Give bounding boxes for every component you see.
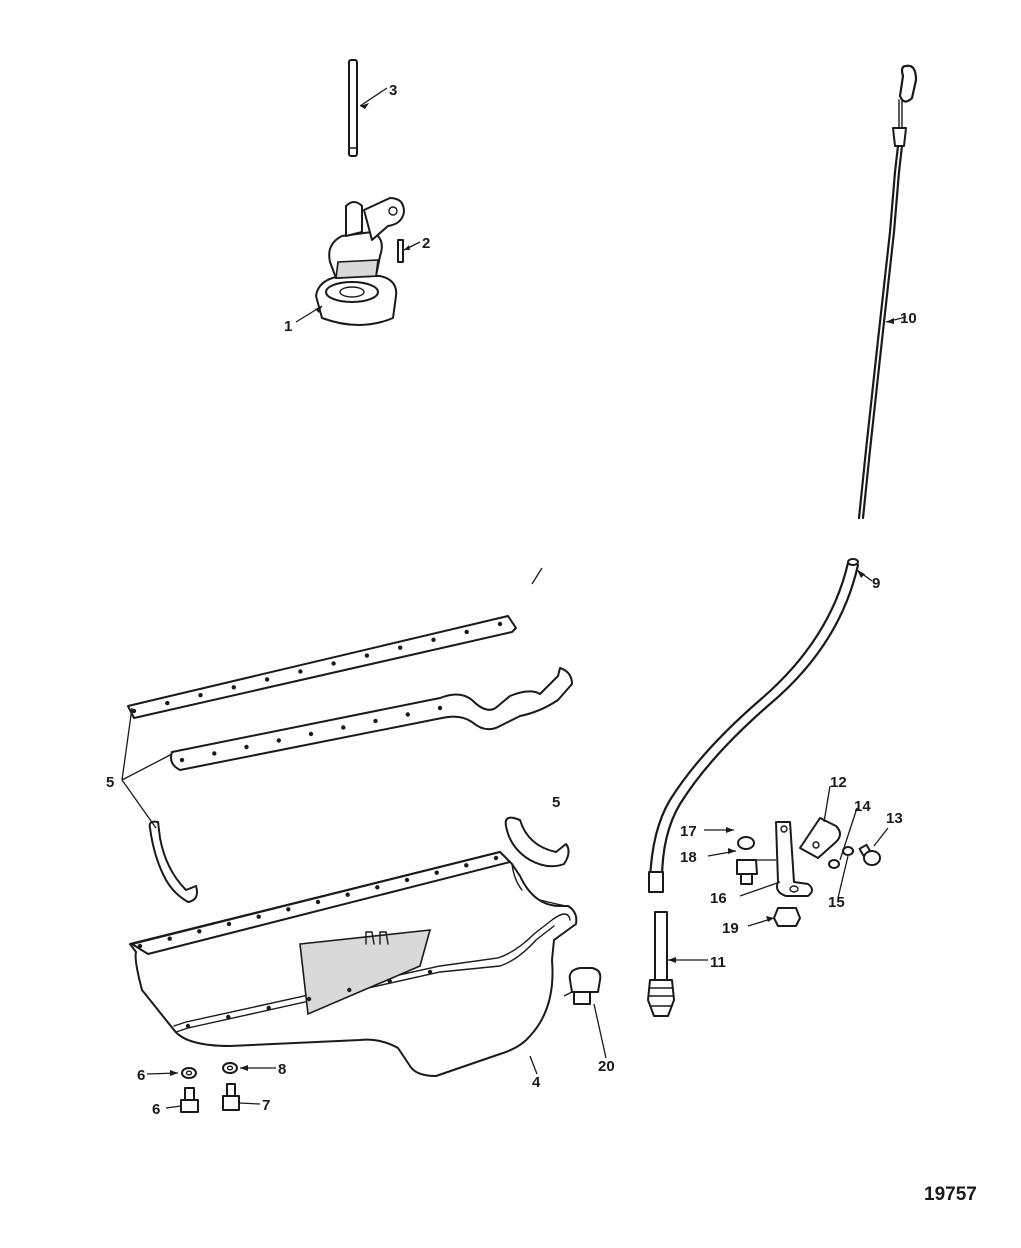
gasket-bolt-hole <box>212 751 217 756</box>
callout-labels: 3 2 1 10 9 5 5 12 14 13 17 18 16 15 19 1… <box>106 82 917 1118</box>
gasket-bolt-hole <box>298 669 303 674</box>
gasket-bolt-hole <box>276 738 281 743</box>
dipstick-tube <box>648 558 860 893</box>
gasket-bolt-hole <box>497 621 503 627</box>
front-main-seal <box>504 816 570 868</box>
pan-bolt-hole <box>345 892 350 897</box>
gasket-bolt-hole <box>244 744 249 750</box>
callout-10: 9 <box>872 575 880 592</box>
gasket-bolt-hole <box>431 637 436 642</box>
bolt-18 <box>736 859 758 885</box>
pump-pin <box>397 239 404 263</box>
tube-adapter <box>647 911 675 1017</box>
pan-bolt-hole <box>434 870 439 875</box>
washer-19 <box>737 836 755 850</box>
gasket-bolt-hole <box>437 705 443 711</box>
bolt-6 <box>180 1087 199 1113</box>
tube-clip <box>799 817 841 859</box>
gasket-bolt-hole <box>398 645 403 650</box>
gasket-bolt-hole <box>264 677 270 682</box>
callout-16: 15 <box>828 894 845 911</box>
pan-bolt-hole <box>387 978 392 984</box>
callout-9: 8 <box>278 1061 286 1078</box>
pan-bolt-hole <box>226 1014 231 1020</box>
screw-14 <box>858 843 881 866</box>
rear-main-seal <box>148 820 198 903</box>
gasket-bolt-hole <box>331 661 336 666</box>
gasket-bolt-hole <box>373 718 378 724</box>
leader-arrows <box>170 103 894 1076</box>
pan-bolt-hole <box>493 855 499 861</box>
tube-bracket <box>775 821 813 897</box>
callout-2: 2 <box>422 235 430 252</box>
pan-bolt-hole <box>137 943 143 949</box>
gasket-bolt-hole <box>179 757 185 763</box>
callout-5-right: 5 <box>552 794 560 811</box>
pan-bolt-hole <box>404 877 410 883</box>
gasket-bolt-hole <box>364 653 370 658</box>
callout-5-left: 5 <box>106 774 114 791</box>
pan-bolt-hole <box>266 1005 271 1011</box>
figure-number: 19757 <box>924 1184 977 1205</box>
oil-pan-gasket-left <box>127 615 517 719</box>
nut-20 <box>773 907 801 927</box>
callout-19: 18 <box>680 849 697 866</box>
pan-bolt-hole <box>306 996 312 1002</box>
pan-bolt-hole <box>167 936 172 941</box>
pan-bolt-hole <box>427 969 433 975</box>
callout-8: 7 <box>262 1097 270 1114</box>
oil-pan <box>129 851 578 1077</box>
callout-6: 6 <box>152 1101 160 1118</box>
oil-pump <box>315 197 405 326</box>
pan-bolt-hole <box>464 863 469 868</box>
callout-4: 4 <box>532 1074 541 1091</box>
oil-pump-shaft <box>348 59 358 157</box>
washer-15 <box>828 859 840 869</box>
callout-20: 19 <box>722 920 739 937</box>
callout-13: 12 <box>830 774 847 791</box>
callout-18: 17 <box>680 823 697 840</box>
drain-plug <box>568 967 602 1005</box>
callout-3: 3 <box>389 82 397 99</box>
gasket-bolt-hole <box>131 708 137 714</box>
dipstick <box>857 64 918 520</box>
callout-17: 16 <box>710 890 727 907</box>
pan-bolt-hole <box>197 929 202 934</box>
callout-1: 1 <box>284 318 292 335</box>
pan-bolt-hole <box>226 921 232 927</box>
callout-7: 6 <box>137 1067 145 1084</box>
washer-7 <box>181 1067 197 1079</box>
pan-bolt-hole <box>347 987 352 993</box>
gasket-bolt-hole <box>341 725 346 730</box>
pan-bolt-hole <box>315 899 321 905</box>
pan-bolt-hole <box>256 914 261 919</box>
callout-11: 10 <box>900 310 917 327</box>
callout-21: 20 <box>598 1058 615 1075</box>
gasket-bolt-hole <box>198 693 203 698</box>
pan-bolt-hole <box>185 1023 191 1029</box>
pan-bolt-hole <box>286 907 291 912</box>
pan-bolt-hole <box>375 885 380 890</box>
gasket-bolt-hole <box>308 731 314 737</box>
oil-pan-gasket-right <box>170 667 573 771</box>
callout-15: 14 <box>854 798 871 815</box>
gasket-bolt-hole <box>231 685 236 690</box>
bolt-8 <box>222 1083 240 1111</box>
gasket-bolt-hole <box>165 700 170 706</box>
gasket-bolt-hole <box>464 629 469 635</box>
callout-14: 13 <box>886 810 903 827</box>
callout-12: 11 <box>710 954 726 971</box>
gasket-bolt-hole <box>405 712 410 717</box>
washer-9 <box>222 1062 238 1074</box>
